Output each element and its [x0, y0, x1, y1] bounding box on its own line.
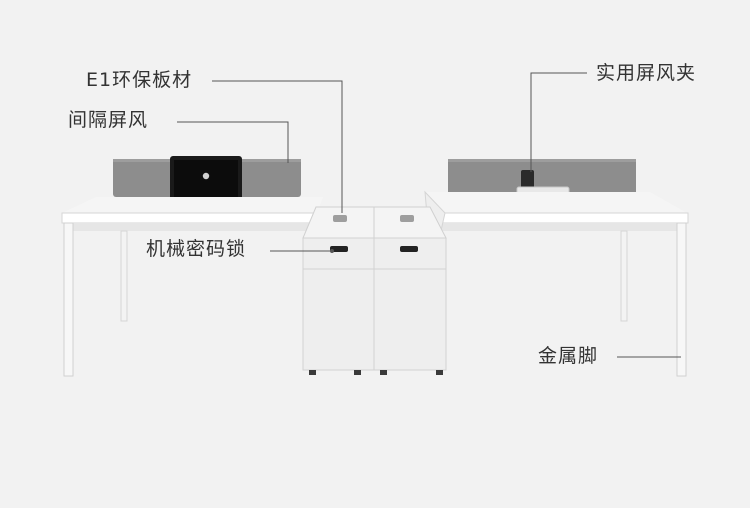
right-leg-back — [620, 230, 628, 322]
mobile-cabinets — [302, 206, 447, 375]
leader-partition-screen — [177, 121, 289, 163]
right-leg-front — [676, 222, 687, 377]
partition-screen-right — [448, 159, 636, 197]
label-screen-clip: 实用屏风夹 — [596, 62, 697, 84]
cable-grommet-left — [333, 215, 347, 222]
cabinet-left — [302, 237, 375, 371]
leader-lines — [177, 72, 681, 358]
label-metal-legs: 金属脚 — [538, 345, 599, 367]
leader-screen-clip — [530, 72, 587, 172]
leader-e1-board — [212, 80, 343, 213]
cable-grommet-right — [400, 215, 414, 222]
left-desk — [61, 156, 323, 377]
lock-icon — [330, 246, 348, 252]
right-desk-top — [425, 192, 687, 213]
left-leg-back — [120, 230, 128, 322]
label-combination-lock: 机械密码锁 — [146, 238, 247, 260]
cabinet-right — [373, 237, 447, 371]
right-desk — [424, 159, 689, 377]
label-e1-board: E1环保板材 — [86, 69, 193, 91]
left-leg-front — [63, 222, 74, 377]
lock-icon-right — [400, 246, 418, 252]
label-partition-screen: 间隔屏风 — [68, 109, 149, 131]
left-desk-top — [62, 197, 323, 213]
